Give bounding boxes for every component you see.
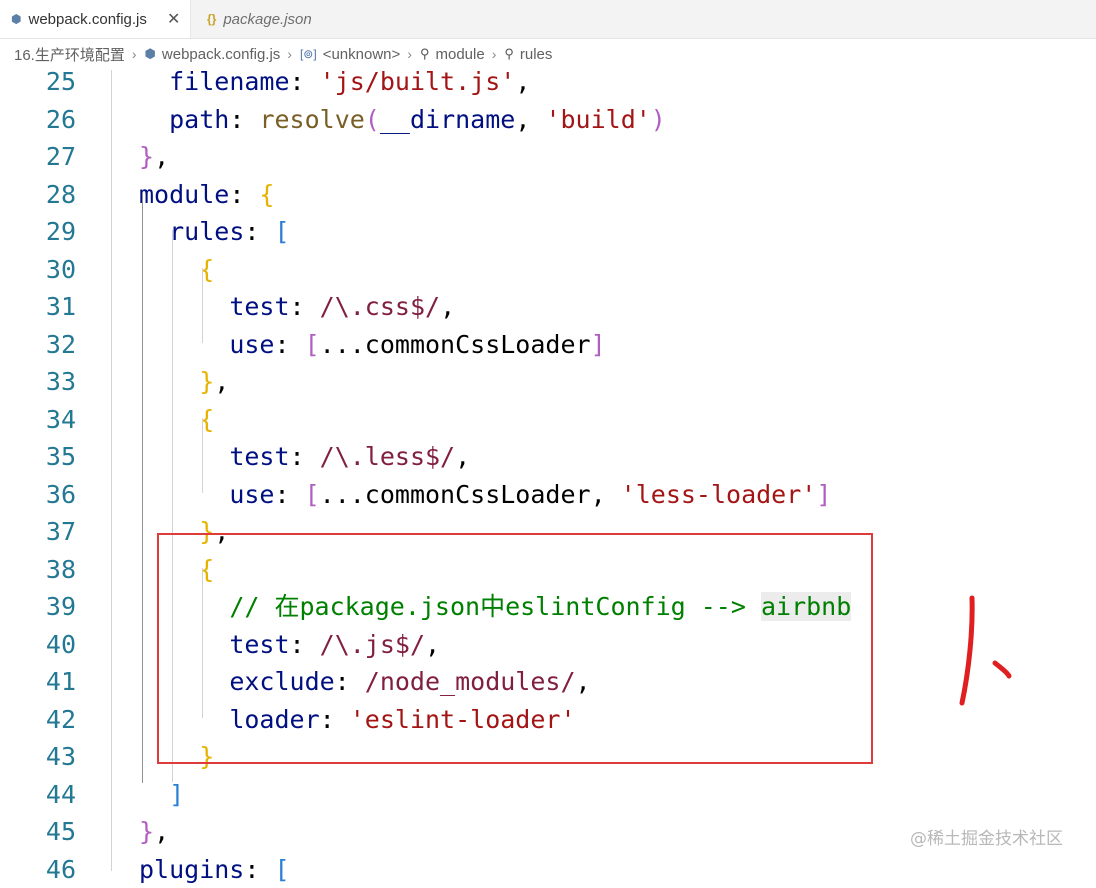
line-number: 43 bbox=[45, 742, 76, 771]
code-text: use: [...commonCssLoader, 'less-loader'] bbox=[229, 479, 832, 509]
breadcrumb-module[interactable]: ⚲ module › bbox=[420, 46, 504, 63]
code-line: 33 }, bbox=[0, 363, 1096, 400]
highlight-box bbox=[157, 533, 873, 764]
code-line: 45}, bbox=[0, 813, 1096, 850]
code-line: 46 plugins: [ bbox=[0, 851, 1096, 888]
code-text: test: /\.less$/, bbox=[229, 442, 471, 471]
chevron-right-icon: › bbox=[287, 46, 292, 62]
line-number: 36 bbox=[45, 479, 76, 509]
chevron-right-icon: › bbox=[491, 46, 497, 62]
code-line: 27}, bbox=[0, 138, 1096, 175]
line-number: 33 bbox=[45, 367, 76, 396]
code-line: 28 module: { bbox=[0, 176, 1096, 213]
indent-guide bbox=[172, 230, 173, 782]
code-text: test: /\.css$/, bbox=[229, 292, 456, 321]
tab-webpack-config[interactable]: ⬢ webpack.config.js ✕ bbox=[0, 0, 191, 38]
line-number: 32 bbox=[45, 329, 76, 359]
code-text: loader: 'eslint-loader' bbox=[229, 704, 576, 734]
code-text: path: resolve(__dirname, 'build') bbox=[169, 104, 666, 134]
line-number: 27 bbox=[45, 142, 76, 171]
breadcrumb-label: webpack.config.js bbox=[161, 45, 281, 63]
code-text: filename: 'js/built.js', bbox=[169, 67, 531, 96]
breadcrumb-unknown[interactable]: [⊚] <unknown> › bbox=[300, 46, 420, 63]
line-number: 31 bbox=[45, 292, 76, 321]
code-text: // 在package.json中eslintConfig --> airbnb bbox=[229, 592, 852, 621]
json-braces-icon: {} bbox=[207, 12, 217, 26]
wrench-icon: ⚲ bbox=[419, 46, 430, 61]
code-text: }, bbox=[199, 517, 230, 546]
line-number: 29 bbox=[45, 217, 76, 246]
object-icon: [⊚] bbox=[299, 47, 317, 61]
line-number: 41 bbox=[45, 667, 76, 696]
breadcrumb-file[interactable]: ⬢ webpack.config.js › bbox=[145, 46, 300, 63]
breadcrumb-rules[interactable]: ⚲ rules bbox=[504, 46, 552, 63]
watermark: @稀土掘金技术社区 bbox=[910, 829, 1063, 849]
indent-guide bbox=[202, 568, 203, 718]
code-text: ] bbox=[169, 779, 185, 809]
code-line: 42 loader: 'eslint-loader' bbox=[0, 701, 1096, 738]
code-line: 35 test: /\.less$/, bbox=[0, 438, 1096, 475]
code-text: module: { bbox=[139, 179, 275, 209]
breadcrumb: 16.生产环境配置 › ⬢ webpack.config.js › [⊚] <u… bbox=[0, 39, 1096, 69]
indent-guide bbox=[111, 70, 112, 871]
line-number: 35 bbox=[45, 442, 76, 471]
line-number: 46 bbox=[45, 854, 76, 884]
code-line: 43 } bbox=[0, 738, 1096, 775]
settings-file-icon: ⬢ bbox=[11, 12, 22, 26]
line-number: 34 bbox=[45, 404, 76, 434]
code-line: 41 exclude: /node_modules/, bbox=[0, 663, 1096, 700]
code-line: 25 filename: 'js/built.js', bbox=[0, 63, 1096, 100]
code-line: 39 // 在package.json中eslintConfig --> air… bbox=[0, 588, 1096, 625]
code-line: 32 use: [...commonCssLoader] bbox=[0, 326, 1096, 363]
indent-guide bbox=[142, 193, 143, 783]
code-line: 31 test: /\.css$/, bbox=[0, 288, 1096, 325]
code-line: 36 use: [...commonCssLoader, 'less-loade… bbox=[0, 476, 1096, 513]
settings-file-icon: ⬢ bbox=[144, 46, 156, 61]
line-number: 44 bbox=[45, 779, 76, 809]
wrench-icon: ⚲ bbox=[504, 46, 514, 61]
code-line: 38 { bbox=[0, 551, 1096, 588]
code-line: 40 test: /\.js$/, bbox=[0, 626, 1096, 663]
code-line: 29 rules: [ bbox=[0, 213, 1096, 250]
tab-bar: ⬢ webpack.config.js ✕ {} package.json bbox=[0, 0, 1096, 39]
code-line: 44 ] bbox=[0, 776, 1096, 813]
code-text: }, bbox=[199, 367, 230, 396]
breadcrumb-label: 16.生产环境配置 bbox=[14, 46, 125, 64]
tab-label: package.json bbox=[223, 10, 312, 28]
handwritten-annotation: 1、 bbox=[959, 595, 1012, 706]
code-text: rules: [ bbox=[169, 217, 290, 246]
code-text: use: [...commonCssLoader] bbox=[229, 329, 606, 359]
line-number: 25 bbox=[45, 67, 76, 96]
breadcrumb-label: rules bbox=[519, 45, 553, 63]
code-text: test: /\.js$/, bbox=[229, 629, 441, 659]
line-number: 37 bbox=[45, 517, 76, 546]
breadcrumb-label: module bbox=[435, 45, 485, 63]
tab-package-json[interactable]: {} package.json bbox=[196, 0, 366, 38]
line-number: 30 bbox=[45, 254, 76, 284]
code-text: exclude: /node_modules/, bbox=[229, 667, 591, 696]
code-text: }, bbox=[139, 142, 170, 171]
line-number: 38 bbox=[45, 554, 76, 584]
code-line: 26 path: resolve(__dirname, 'build') bbox=[0, 101, 1096, 138]
line-number: 42 bbox=[45, 704, 76, 734]
line-number: 39 bbox=[45, 592, 76, 621]
line-number: 45 bbox=[45, 817, 76, 846]
indent-guide bbox=[202, 418, 203, 493]
line-number: 26 bbox=[45, 104, 76, 134]
breadcrumb-folder[interactable]: 16.生产环境配置 › bbox=[14, 44, 145, 65]
chevron-right-icon: › bbox=[131, 46, 137, 62]
code-line: 30 { bbox=[0, 251, 1096, 288]
chevron-right-icon: › bbox=[407, 46, 412, 62]
line-number: 40 bbox=[45, 629, 76, 659]
code-text: plugins: [ bbox=[139, 854, 290, 884]
close-icon[interactable]: ✕ bbox=[167, 11, 181, 28]
code-line: 34 { bbox=[0, 401, 1096, 438]
breadcrumb-label: <unknown> bbox=[322, 45, 401, 63]
code-text: }, bbox=[139, 817, 170, 846]
code-line: 37 }, bbox=[0, 513, 1096, 550]
code-editor[interactable]: 25 filename: 'js/built.js', 26 path: reso… bbox=[0, 67, 1096, 884]
line-number: 28 bbox=[45, 179, 76, 209]
tab-label: webpack.config.js bbox=[28, 10, 147, 28]
indent-guide bbox=[202, 268, 203, 343]
